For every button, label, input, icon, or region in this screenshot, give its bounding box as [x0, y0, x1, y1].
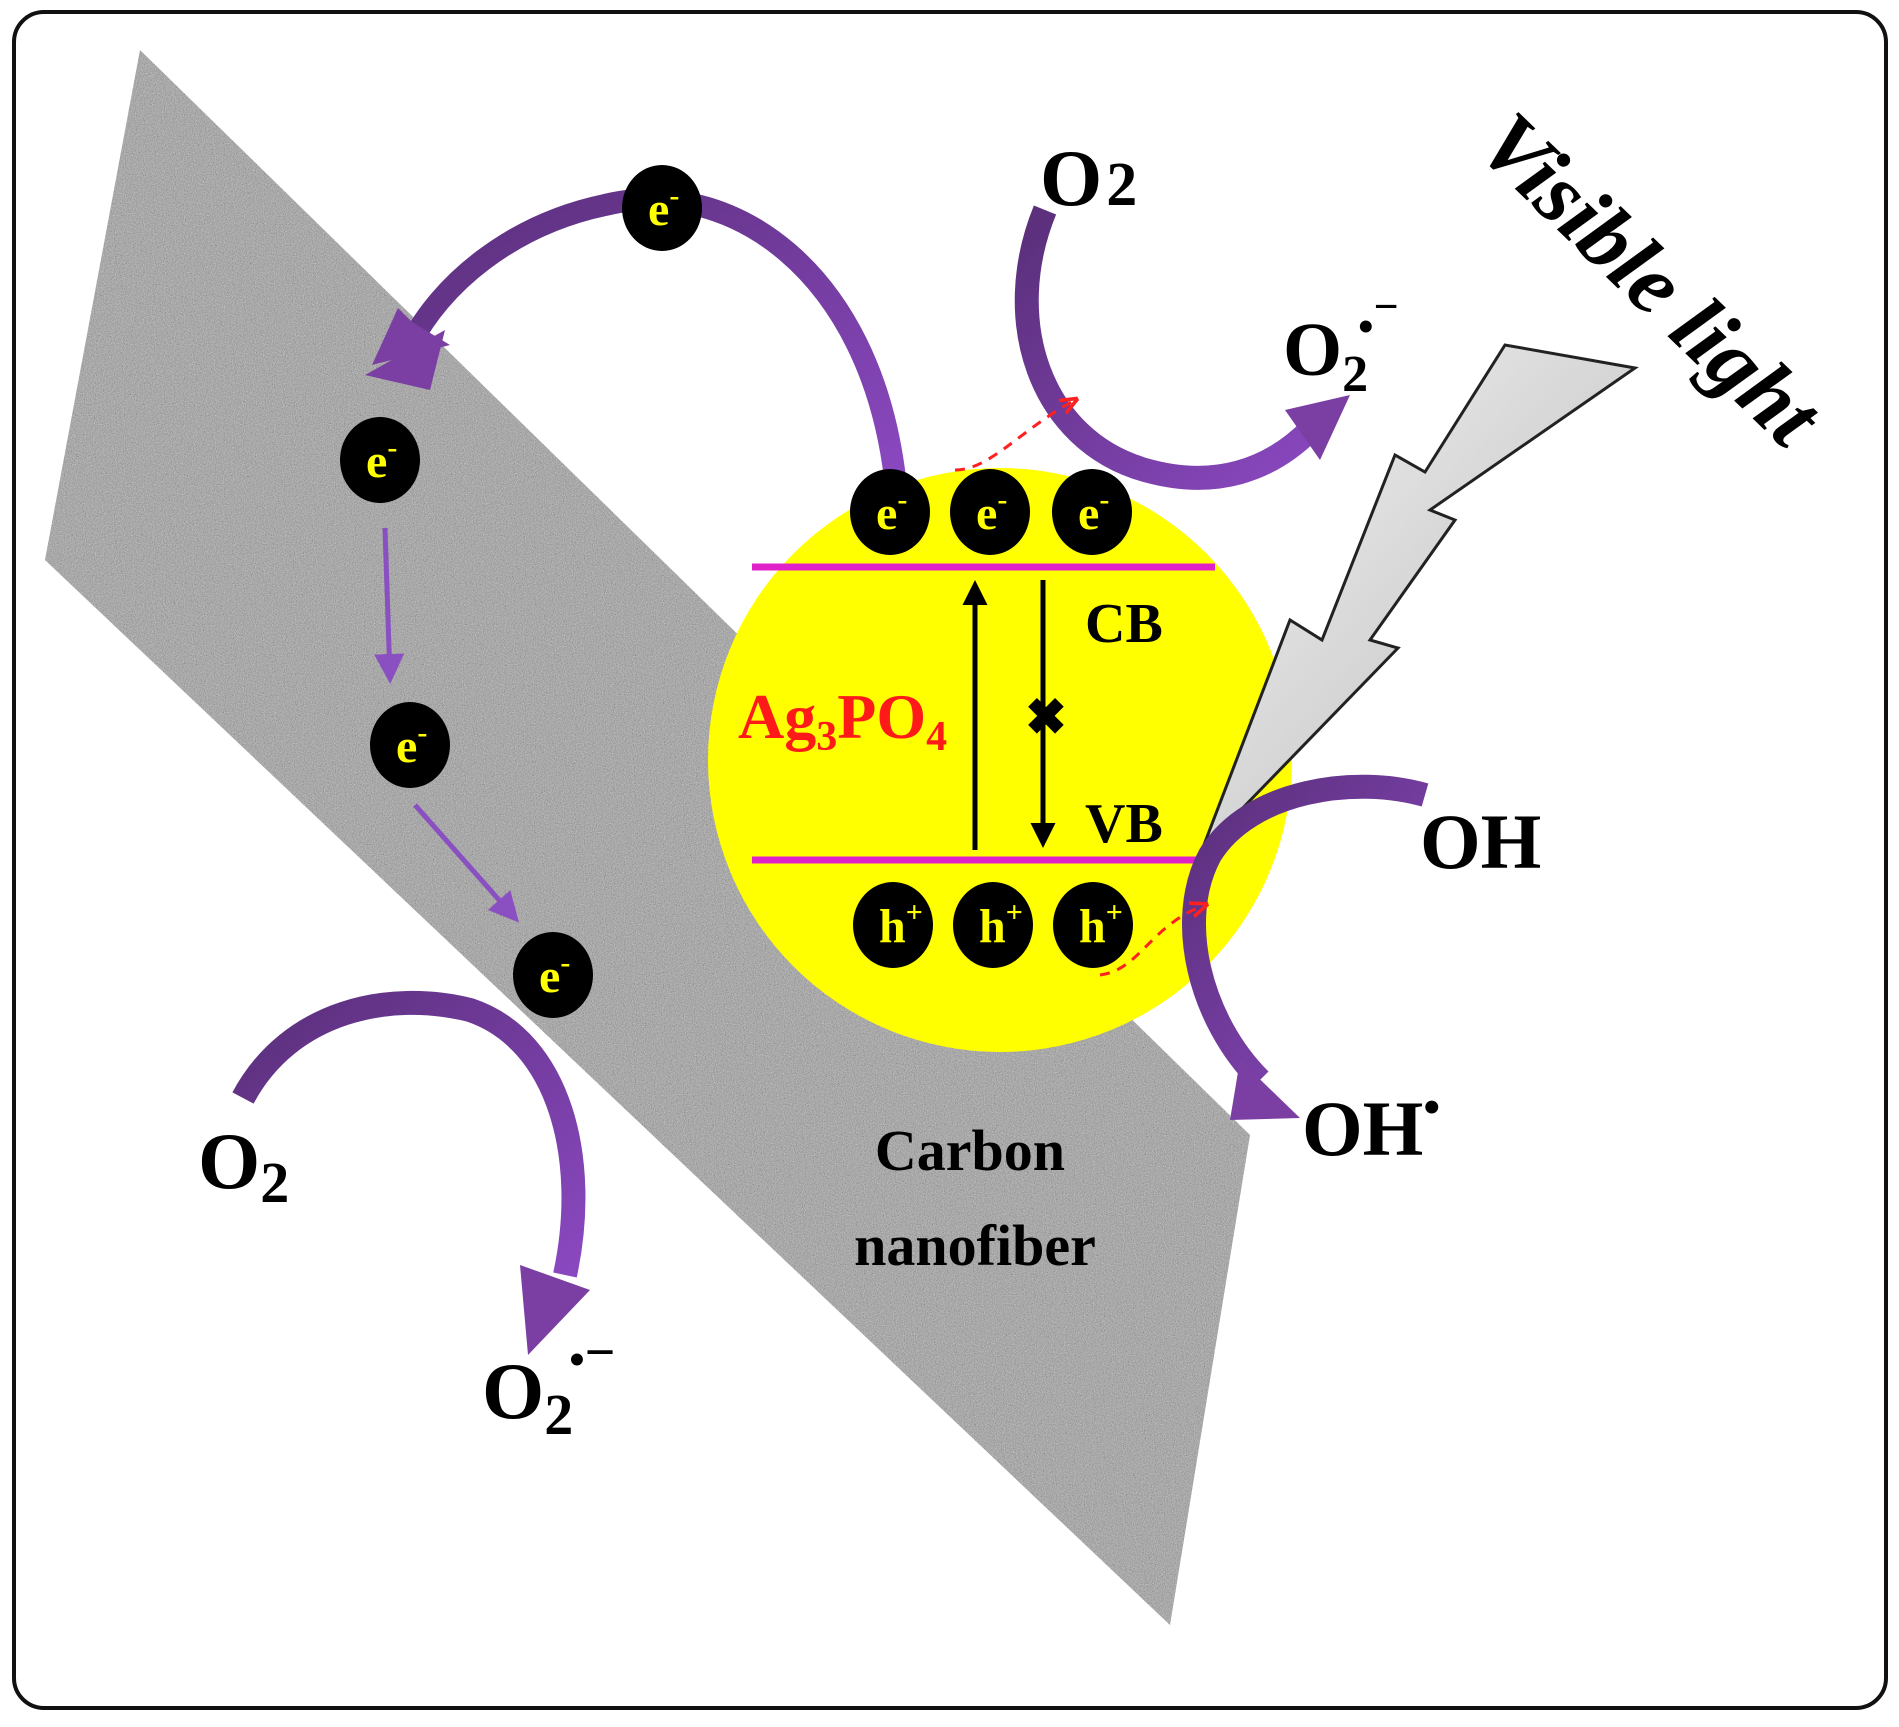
o2-reduction-arrow-top	[1014, 205, 1350, 490]
hole-vb-2-label: h+	[979, 896, 1023, 953]
hole-vb-3-label: h+	[1079, 896, 1123, 953]
oh-radical-label: OH•	[1302, 1081, 1440, 1172]
ag3po4-label: Ag3PO4	[738, 681, 947, 760]
hole-vb-2-circle	[953, 882, 1033, 968]
electron-sheet-1: e-	[340, 417, 420, 503]
carbon-nanofiber-label-line1: Carbon	[875, 1118, 1065, 1183]
vb-label: VB	[1085, 793, 1163, 855]
sheet-transfer-arrow-2	[413, 803, 519, 923]
superoxide-label-bottom: O2•−	[482, 1322, 615, 1447]
o2-reduction-arrow-bottom	[232, 990, 590, 1355]
electron-cb-1-circle	[850, 469, 930, 555]
sheet-transfer-arrow-1	[374, 527, 405, 684]
hole-vb-1: h+	[853, 882, 933, 968]
o2-label-bottom: O2	[198, 1118, 289, 1215]
electron-cb-1: e-	[850, 469, 930, 555]
recombination-block-mark: ✖	[1025, 689, 1067, 745]
ag3po4-particle	[708, 468, 1292, 1052]
electron-sheet-2-circle	[370, 702, 450, 788]
electron-sheet-3-circle	[513, 932, 593, 1018]
electron-cb-3-circle	[1052, 469, 1132, 555]
superoxide-label-top: O2•−	[1283, 282, 1399, 403]
electron-sheet-1-circle	[340, 417, 420, 503]
electron-sheet-3-label: e-	[539, 946, 570, 1003]
electron-cb-1-label: e-	[876, 483, 907, 540]
electron-sheet-3: e-	[513, 932, 593, 1018]
hole-vb-1-label: h+	[879, 896, 923, 953]
hole-vb-3-circle	[1053, 882, 1133, 968]
o2-label-top: O2	[1040, 135, 1137, 223]
electron-cb-2: e-	[950, 469, 1030, 555]
cb-label: CB	[1085, 593, 1163, 655]
electron-cb-2-circle	[950, 469, 1030, 555]
electron-transfer-top-circle	[622, 165, 702, 251]
electron-cb-2-label: e-	[976, 483, 1007, 540]
hole-vb-2: h+	[953, 882, 1033, 968]
hole-vb-1-circle	[853, 882, 933, 968]
electron-sheet-2-label: e-	[396, 716, 427, 773]
electron-cb-3: e-	[1052, 469, 1132, 555]
hole-vb-3: h+	[1053, 882, 1133, 968]
visible-light-bolt	[1200, 343, 1639, 852]
electron-cb-3-label: e-	[1078, 483, 1109, 540]
oh-oxidation-arrow	[1182, 774, 1429, 1120]
electron-sheet-2: e-	[370, 702, 450, 788]
electron-transfer-top-label: e-	[648, 179, 679, 236]
dashed-hole-arrow	[1099, 905, 1205, 977]
electron-sheet-1-label: e-	[366, 431, 397, 488]
dashed-electron-arrow	[954, 400, 1075, 472]
electron-transfer-top: e-	[622, 165, 702, 251]
oh-label: OH	[1420, 798, 1541, 885]
carbon-nanofiber-label-line2: nanofiber	[854, 1213, 1096, 1278]
charge-carriers: e-e-e-e-e-e-e-h+ h+ h+	[340, 165, 1133, 1018]
